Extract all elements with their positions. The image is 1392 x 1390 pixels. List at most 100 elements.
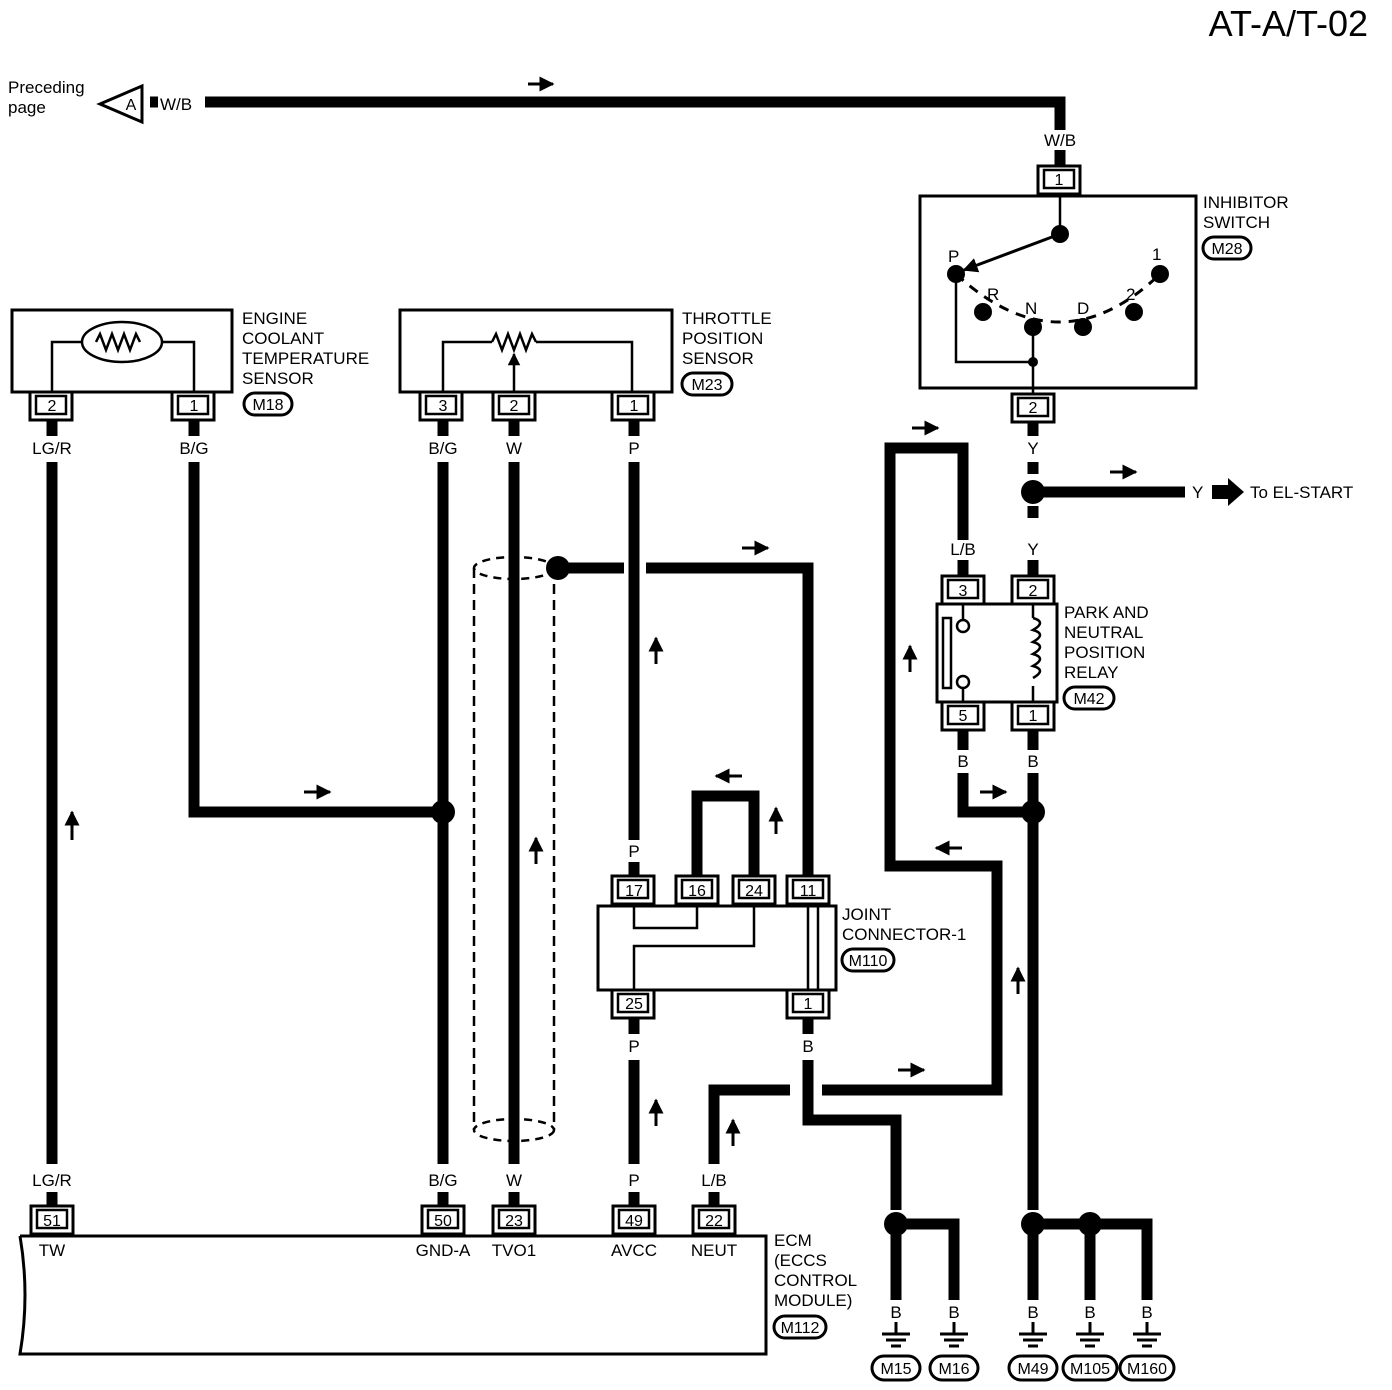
ecm-wire-22-label: L/B [701,1171,727,1190]
relay-conn: M42 [1073,691,1104,708]
preceding-wire-label: W/B [160,95,192,114]
joint-conn: M110 [849,953,888,970]
inhibitor-pos-1: 1 [1152,245,1161,264]
wire-wb-top [150,96,1066,130]
inhibitor-switch-box [918,194,1198,390]
joint-label-1: JOINT [842,905,891,924]
ect-label-2: COOLANT [242,329,324,348]
ect-sensor-box [10,308,234,394]
relay-pin-3: 3 [959,583,968,600]
ground-m16-wire: B [948,1303,959,1322]
ecm-label-1: ECM [774,1231,812,1250]
elstart-wire-label: Y [1192,483,1203,502]
ecm-conn: M112 [781,1320,820,1337]
relay-box [935,602,1059,704]
page-title: AT-A/T-02 [1209,3,1368,44]
tps-pin-3: 3 [439,398,448,415]
tps-wire-w-label: W [506,439,522,458]
ecm-box [18,1234,768,1356]
relay-label-1: PARK AND [1064,603,1149,622]
ecm-terminal-tw: TW [39,1241,65,1260]
inhibitor-pos-r: R [987,285,999,304]
joint-pin-16: 16 [688,883,706,900]
ground-m15-wire: B [890,1303,901,1322]
inhibitor-pos-p: P [948,247,959,266]
relay-conn-badge [1062,685,1116,711]
ect-label-3: TEMPERATURE [242,349,369,368]
tps-label-2: POSITION [682,329,763,348]
ecm-pin-22: 22 [705,1213,723,1230]
tps-label-1: THROTTLE [682,309,772,328]
relay-pin-1: 1 [1029,708,1038,725]
joint-pin-24: 24 [745,883,763,900]
tps-wire-bg-label: B/G [428,439,457,458]
relay-label-4: RELAY [1064,663,1119,682]
ecm-pin-49: 49 [625,1213,643,1230]
ect-wire-bg-label: B/G [179,439,208,458]
ecm-terminal-gnda: GND-A [416,1241,471,1260]
ground-m105-wire: B [1084,1303,1095,1322]
inhibitor-wire-top-label: W/B [1044,131,1076,150]
inhibitor-pos-d: D [1077,299,1089,318]
ect-wire-lgr-label: LG/R [32,439,72,458]
inhibitor-pin-top: 1 [1055,172,1064,189]
ect-conn: M18 [252,397,283,414]
inhibitor-label-2: SWITCH [1203,213,1270,232]
ecm-wire-51-label: LG/R [32,1171,72,1190]
ecm-terminal-tvo1: TVO1 [492,1241,536,1260]
ecm-pin-23: 23 [505,1213,523,1230]
joint-wire-1-label: B [802,1037,813,1056]
relay-wire-3-label: L/B [950,540,976,559]
relay-wire-5-label: B [957,752,968,771]
tps-pin-1: 1 [630,398,639,415]
ecm-terminal-neut: NEUT [691,1241,737,1260]
joint-wire-17-label: P [628,842,639,861]
inhibitor-pos-2: 2 [1126,285,1135,304]
relay-label-2: NEUTRAL [1064,623,1143,642]
ground-m15-conn: M15 [880,1361,911,1378]
ecm-label-2: (ECCS [774,1251,827,1270]
ecm-label-4: MODULE) [774,1291,852,1310]
ground-m105-conn: M105 [1070,1361,1110,1378]
relay-wire-1-label: B [1027,752,1038,771]
ground-m16-conn: M16 [938,1361,969,1378]
ecm-wire-50-label: B/G [428,1171,457,1190]
ecm-wire-49-label: P [628,1171,639,1190]
inhibitor-pos-n: N [1025,299,1037,318]
preceding-label-2: page [8,98,46,117]
thermistor-icon [94,330,142,354]
tps-box [398,308,674,394]
elstart-label: To EL-START [1250,483,1353,502]
ecm-wire-23-label: W [506,1171,522,1190]
joint-wire-25-label: P [628,1037,639,1056]
tps-conn: M23 [691,377,722,394]
joint-pin-11: 11 [800,883,817,900]
ground-m160-conn: M160 [1127,1361,1167,1378]
ect-label-4: SENSOR [242,369,314,388]
potentiometer-icon [490,330,538,354]
relay-coil-icon [1029,616,1042,680]
joint-pin-25: 25 [625,996,643,1013]
ect-pin-2: 2 [48,398,57,415]
joint-connector-box [596,904,838,992]
joint-pin-17: 17 [625,883,643,900]
relay-wire-2-label: Y [1027,540,1038,559]
elstart-arrow-icon [1212,478,1244,506]
ecm-pin-50: 50 [434,1213,452,1230]
inhibitor-conn: M28 [1211,241,1242,258]
joint-label-2: CONNECTOR-1 [842,925,966,944]
inhibitor-wire-bot-label: Y [1027,439,1038,458]
ecm-terminal-avcc: AVCC [611,1241,657,1260]
preceding-connector-letter: A [126,97,137,114]
preceding-label-1: Preceding [8,78,85,97]
ecm-label-3: CONTROL [774,1271,857,1290]
ecm-pin-51: 51 [43,1213,61,1230]
inhibitor-label-1: INHIBITOR [1203,193,1289,212]
joint-wire-16-label: P [691,842,702,861]
ground-m49-conn: M49 [1017,1361,1048,1378]
ground-m160-wire: B [1141,1303,1152,1322]
relay-label-3: POSITION [1064,643,1145,662]
ground-m49-wire: B [1027,1303,1038,1322]
ground-symbol-icon [882,1322,1161,1348]
